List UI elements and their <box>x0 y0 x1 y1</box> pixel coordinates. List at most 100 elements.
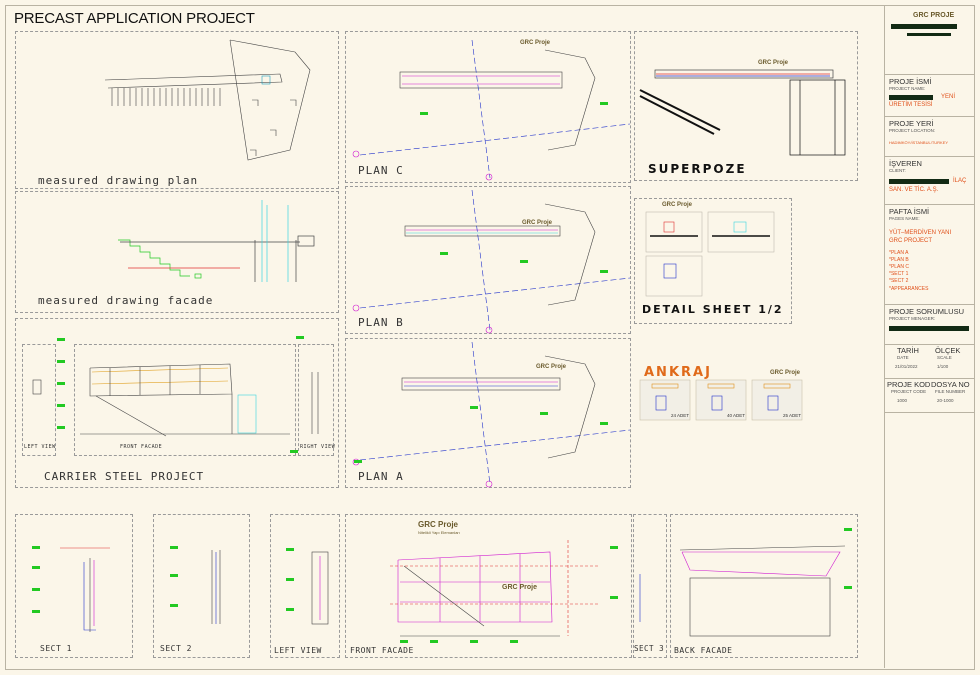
ankraj-qty-3: 25 ADET <box>783 413 802 418</box>
title-block: GRC PROJE PROJE İSMİ PROJECT NAME: YENİ … <box>884 6 975 668</box>
pages-list-4: *SECT 1 <box>889 271 909 277</box>
panel-sect1[interactable] <box>15 514 133 658</box>
project-location-value: HADIMKÖY/İSTANBUL/TURKEY <box>889 140 949 145</box>
grc-logo-detail: GRC Proje <box>662 202 693 208</box>
pages-name-sub: PAGES NAME: <box>889 216 920 221</box>
pages-list-3: *PLAN C <box>889 264 910 270</box>
plan-a-drawing <box>352 341 631 488</box>
label-left-view: LEFT VIEW <box>274 646 322 655</box>
label-measured-facade: measured drawing facade <box>38 294 214 307</box>
scale-value: 1/100 <box>937 364 949 369</box>
pages-name-value-b: GRC PROJECT <box>889 238 933 244</box>
date-sub: DATE <box>897 355 909 360</box>
redacted-company <box>891 24 957 29</box>
label-carrier-left: LEFT VIEW <box>24 444 56 450</box>
panel-sect2[interactable] <box>153 514 250 658</box>
label-plan-a: PLAN A <box>358 470 404 483</box>
measured-plan-drawing <box>104 39 311 161</box>
redacted-company-2 <box>907 33 951 36</box>
pages-list-6: *APPEARANCES <box>889 286 929 292</box>
label-measured-plan: measured drawing plan <box>38 174 199 187</box>
green-annotation-tags <box>32 102 852 643</box>
project-manager-label: PROJE SORUMLUSU <box>889 307 965 316</box>
detail-drawings <box>645 211 775 297</box>
label-sect3: SECT 3 <box>634 644 665 653</box>
drawing-sheet <box>5 5 975 670</box>
label-superpoze: SUPERPOZE <box>648 162 747 176</box>
panel-plan-a[interactable] <box>345 338 631 488</box>
pages-list-1: *PLAN A <box>889 250 909 256</box>
grc-logo-superpoze: GRC Proje <box>758 60 789 66</box>
file-number-value: 20-1000 <box>937 398 954 403</box>
redacted-manager <box>889 326 969 331</box>
panel-sect3[interactable] <box>633 514 667 658</box>
bottom-drawings <box>60 540 846 637</box>
pages-list-5: *SECT 2 <box>889 278 909 284</box>
panel-plan-c[interactable] <box>345 31 631 183</box>
client-value-b: SAN. VE TİC. A.Ş. <box>889 187 939 193</box>
ankraj-qty-2: 40 ADET <box>727 413 746 418</box>
panel-superpoze[interactable] <box>634 31 858 181</box>
panel-front-facade[interactable] <box>345 514 632 658</box>
file-number-label: DOSYA NO <box>931 380 970 389</box>
plan-b-drawing <box>352 189 631 334</box>
plan-c-drawing <box>352 39 631 181</box>
panel-back-facade[interactable] <box>670 514 858 658</box>
project-name-value-b: ÜRETİM TESİSİ <box>889 102 933 108</box>
page-title: PRECAST APPLICATION PROJECT <box>14 10 255 27</box>
ankraj-qty-1: 24 ADET <box>671 413 690 418</box>
grc-logo-plan-c: GRC Proje <box>520 40 551 46</box>
carrier-front-drawing <box>32 363 319 437</box>
project-code-value: 1000 <box>897 398 908 403</box>
grc-logo-front-facade: GRC Proje <box>418 520 459 529</box>
grc-logo-front-facade-tagline: Nitelikli Yapı Elemanları <box>418 530 460 535</box>
redacted-project-name <box>889 95 933 100</box>
label-back-facade: BACK FACADE <box>674 646 733 655</box>
title-block-logo: GRC PROJE <box>913 12 955 19</box>
project-location-sub: PROJECT LOCATION: <box>889 128 936 133</box>
file-number-sub: FILE NUMBER <box>935 389 966 394</box>
label-sect2: SECT 2 <box>160 644 192 653</box>
carrier-right-frame <box>298 344 334 456</box>
grc-logo-plan-b: GRC Proje <box>522 220 553 226</box>
label-detail-sheet: DETAIL SHEET 1/2 <box>642 303 784 316</box>
label-carrier-front: FRONT FACADE <box>120 444 163 450</box>
panel-detail-sheet[interactable] <box>634 198 792 324</box>
label-ankraj: ANKRAJ <box>644 365 712 380</box>
label-plan-b: PLAN B <box>358 316 404 329</box>
grc-logo-plan-a: GRC Proje <box>536 364 567 370</box>
superpoze-drawing <box>639 69 846 156</box>
project-name-sub: PROJECT NAME: <box>889 86 926 91</box>
project-code-sub: PROJECT CODE <box>891 389 927 394</box>
pages-name-label: PAFTA İSMİ <box>889 207 930 216</box>
label-carrier-steel: CARRIER STEEL PROJECT <box>44 470 205 483</box>
grc-logo-ankraj: GRC Proje <box>770 370 801 376</box>
scale-label: ÖLÇEK <box>935 346 961 355</box>
carrier-left-frame <box>22 344 56 456</box>
ankraj-cards <box>639 379 803 421</box>
panel-measured-facade[interactable] <box>15 191 339 313</box>
project-manager-sub: PROJECT MENAGER: <box>889 316 936 321</box>
scale-sub: SCALE <box>937 355 952 360</box>
project-code-label: PROJE KOD <box>887 380 931 389</box>
grc-logo-front-facade-center: GRC Proje <box>502 584 538 591</box>
label-front-facade: FRONT FACADE <box>350 646 414 655</box>
panel-left-view[interactable] <box>270 514 340 658</box>
label-carrier-right: RIGHT VIEW <box>300 444 336 450</box>
panel-plan-b[interactable] <box>345 186 631 334</box>
panel-carrier-steel[interactable] <box>15 318 339 488</box>
label-plan-c: PLAN C <box>358 164 404 177</box>
project-name-value-a: YENİ <box>941 94 956 100</box>
label-sect1: SECT 1 <box>40 644 72 653</box>
pages-name-value-a: YÜT–MERDİVEN YANI <box>889 230 952 236</box>
client-label: İŞVEREN <box>889 159 922 168</box>
measured-facade-drawing <box>118 200 315 282</box>
project-location-label: PROJE YERİ <box>889 119 934 128</box>
client-value-a: İLAÇ <box>953 178 967 184</box>
carrier-front-frame <box>74 344 296 456</box>
pages-list-2: *PLAN B <box>889 257 909 263</box>
date-value: 21/01/2022 <box>895 364 918 369</box>
project-name-label: PROJE İSMİ <box>889 77 932 86</box>
panel-measured-plan[interactable] <box>15 31 339 189</box>
